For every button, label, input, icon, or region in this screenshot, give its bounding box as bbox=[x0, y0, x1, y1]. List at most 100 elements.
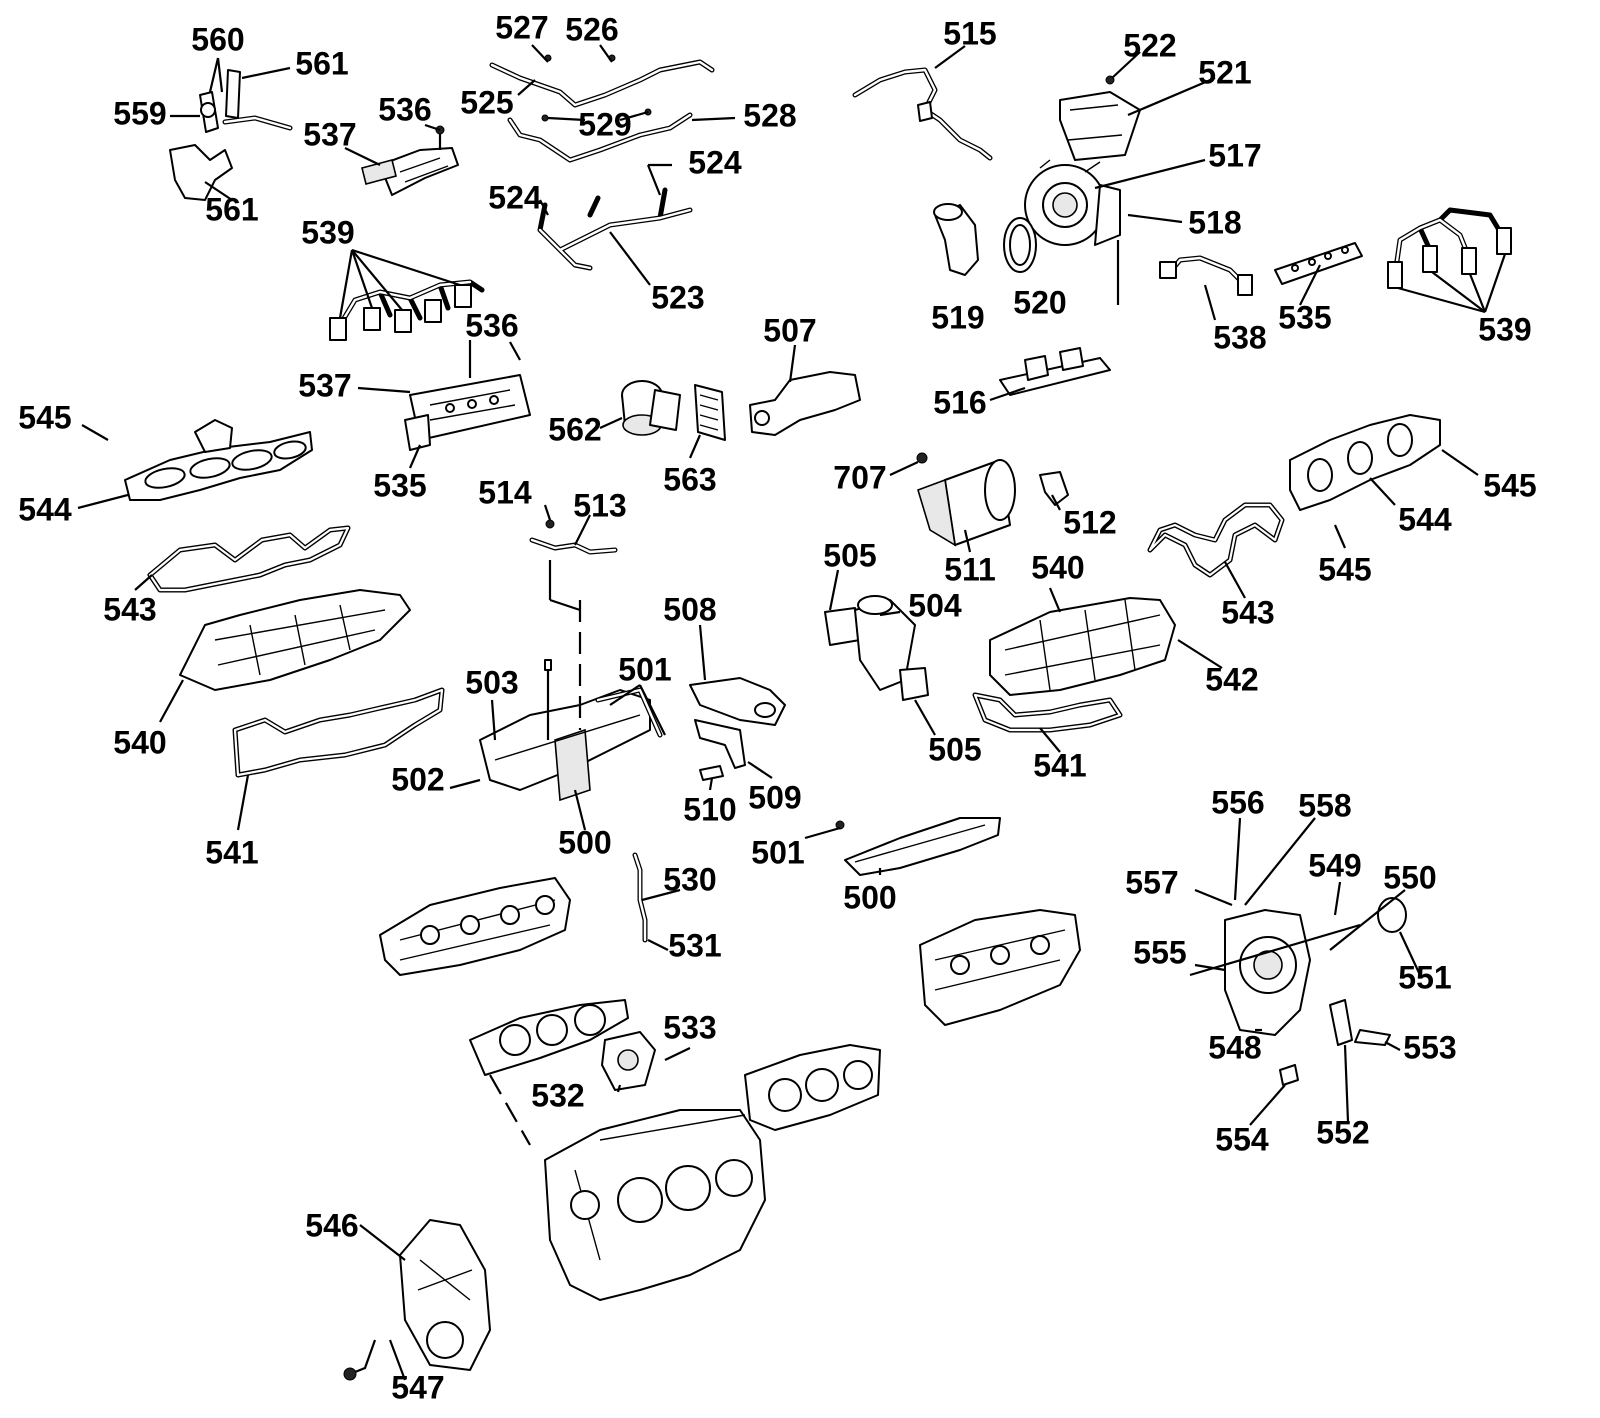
intake-crossover-right-part bbox=[835, 817, 1001, 876]
callout-558: 558 bbox=[1298, 787, 1351, 823]
callout-560: 560 bbox=[191, 21, 244, 57]
callout-labels: 560 561 559 561 537 536 527 526 525 529 … bbox=[18, 9, 1536, 1405]
valve-cover-right-part bbox=[989, 597, 1176, 696]
callout-511: 511 bbox=[944, 551, 996, 587]
callout-559: 559 bbox=[113, 95, 166, 131]
callout-555: 555 bbox=[1133, 934, 1186, 970]
callout-539: 539 bbox=[301, 214, 354, 250]
wiring-harness-part bbox=[852, 67, 993, 161]
callout-520: 520 bbox=[1013, 284, 1066, 320]
callout-545: 545 bbox=[1318, 551, 1371, 587]
flywheel-housing-part bbox=[1189, 897, 1407, 1086]
callout-518: 518 bbox=[1188, 204, 1241, 240]
callout-554: 554 bbox=[1215, 1121, 1269, 1157]
callout-545: 545 bbox=[18, 399, 71, 435]
callout-542: 542 bbox=[1205, 661, 1258, 697]
valve-cover-left-part bbox=[179, 589, 411, 691]
callout-552: 552 bbox=[1316, 1114, 1369, 1150]
bracket-assembly-part bbox=[169, 69, 293, 201]
egr-flange-part bbox=[824, 595, 929, 701]
callout-536: 536 bbox=[378, 91, 431, 127]
callout-541: 541 bbox=[1033, 747, 1086, 783]
egr-cooler-inlet-part bbox=[621, 380, 681, 436]
upper-runner-part bbox=[361, 125, 459, 196]
callout-522: 522 bbox=[1123, 27, 1176, 63]
injector-lines-left-part bbox=[329, 279, 485, 341]
cylinder-head-left-part bbox=[379, 877, 571, 976]
cylinder-head-right-part bbox=[919, 909, 1081, 1026]
leader-lines bbox=[77, 44, 1507, 1381]
callout-513: 513 bbox=[573, 487, 626, 523]
oil-pump-part bbox=[601, 1031, 656, 1091]
callout-533: 533 bbox=[663, 1009, 716, 1045]
valve-cover-gasket-right-part bbox=[972, 692, 1123, 733]
callout-541: 541 bbox=[205, 834, 258, 870]
callout-500: 500 bbox=[843, 879, 896, 915]
callout-556: 556 bbox=[1211, 784, 1264, 820]
callout-508: 508 bbox=[663, 591, 716, 627]
callout-521: 521 bbox=[1198, 54, 1251, 90]
callout-546: 546 bbox=[305, 1207, 358, 1243]
callout-537: 537 bbox=[298, 367, 351, 403]
exhaust-gasket-right-part bbox=[1147, 502, 1285, 578]
callout-525: 525 bbox=[460, 84, 513, 120]
exhaust-gasket-left-part bbox=[147, 525, 351, 593]
head-gasket-left-part bbox=[469, 999, 629, 1076]
callout-544: 544 bbox=[18, 491, 72, 527]
callout-517: 517 bbox=[1208, 137, 1261, 173]
callout-501: 501 bbox=[618, 651, 671, 687]
front-cover-part bbox=[399, 1219, 491, 1371]
oil-tube-part bbox=[632, 852, 648, 943]
callout-531: 531 bbox=[668, 927, 721, 963]
callout-504: 504 bbox=[908, 587, 962, 623]
callout-549: 549 bbox=[1308, 847, 1361, 883]
callout-540: 540 bbox=[1031, 549, 1084, 585]
heat-shield-part bbox=[1059, 75, 1141, 161]
callout-523: 523 bbox=[651, 279, 704, 315]
callout-524: 524 bbox=[488, 179, 542, 215]
callout-544: 544 bbox=[1398, 501, 1452, 537]
callout-503: 503 bbox=[465, 664, 518, 700]
callout-502: 502 bbox=[391, 761, 444, 797]
callout-501: 501 bbox=[751, 834, 804, 870]
callout-528: 528 bbox=[743, 97, 796, 133]
callout-550: 550 bbox=[1383, 859, 1436, 895]
callout-536: 536 bbox=[465, 307, 518, 343]
callout-532: 532 bbox=[531, 1077, 584, 1113]
callout-539: 539 bbox=[1478, 311, 1531, 347]
alignment-line-block-left bbox=[489, 1074, 531, 1146]
callout-507: 507 bbox=[763, 312, 816, 348]
callout-551: 551 bbox=[1398, 959, 1451, 995]
dipstick-tube-part bbox=[529, 519, 618, 555]
callout-527: 527 bbox=[495, 9, 548, 45]
egr-bracket-part bbox=[999, 347, 1111, 396]
callout-524: 524 bbox=[688, 144, 742, 180]
callout-535: 535 bbox=[373, 467, 426, 503]
egr-valve-part bbox=[694, 384, 726, 441]
front-cover-bolt-part bbox=[343, 1339, 377, 1381]
callout-514: 514 bbox=[478, 474, 532, 510]
turbo-inlet-elbow-part bbox=[933, 203, 979, 276]
callout-553: 553 bbox=[1403, 1029, 1456, 1065]
egr-pipe-part bbox=[749, 371, 861, 436]
alignment-line-dipstick-diag bbox=[549, 598, 581, 612]
intake-crossover-left-part bbox=[479, 659, 663, 802]
callout-519: 519 bbox=[931, 299, 984, 335]
callout-537: 537 bbox=[303, 116, 356, 152]
exhaust-manifold-left-part bbox=[124, 419, 313, 501]
callout-505: 505 bbox=[823, 537, 876, 573]
callout-535: 535 bbox=[1278, 299, 1331, 335]
callout-707: 707 bbox=[833, 459, 886, 495]
callout-515: 515 bbox=[943, 15, 996, 51]
callout-509: 509 bbox=[748, 779, 801, 815]
exhaust-manifold-right-part bbox=[1289, 414, 1441, 511]
callout-547: 547 bbox=[391, 1369, 444, 1405]
egr-cooler-part bbox=[916, 452, 1016, 547]
valve-cover-gasket-left-part bbox=[232, 687, 445, 778]
callout-562: 562 bbox=[548, 411, 601, 447]
callout-557: 557 bbox=[1125, 864, 1178, 900]
callout-543: 543 bbox=[1221, 594, 1274, 630]
egr-valve-body-part bbox=[689, 677, 786, 781]
injector-lines-right-part bbox=[1387, 207, 1512, 289]
